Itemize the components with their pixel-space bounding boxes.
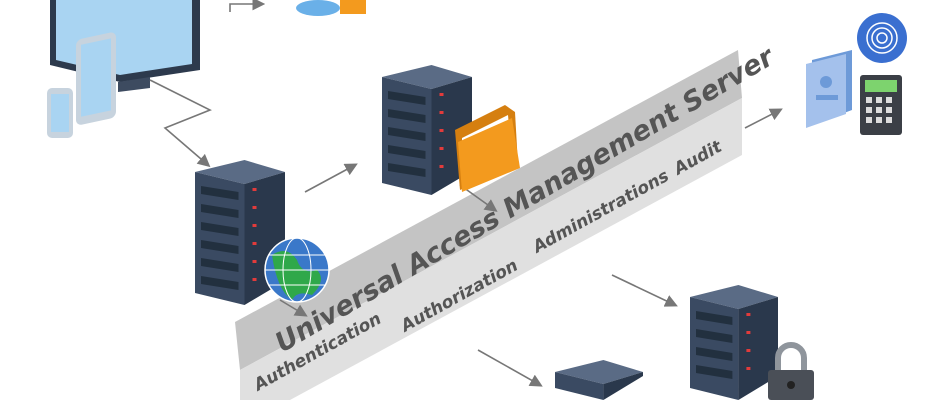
arrow <box>279 299 308 317</box>
phone-icon <box>47 88 73 138</box>
tablet-icon <box>76 32 116 125</box>
arrow <box>477 349 543 387</box>
fingerprint-icon <box>857 13 907 63</box>
cloud-icon <box>296 0 366 16</box>
server-icon <box>690 285 778 400</box>
arrow <box>229 0 266 12</box>
server-icon <box>195 160 285 305</box>
folder-icon <box>455 105 520 192</box>
arrow <box>611 274 678 307</box>
monitor-icon <box>50 0 200 92</box>
id-badge-icon <box>806 50 852 128</box>
globe-icon <box>264 237 330 303</box>
arrow <box>744 108 783 129</box>
arrow <box>149 79 212 168</box>
arrow <box>304 163 358 193</box>
calculator-icon <box>860 75 902 135</box>
lock-icon <box>768 342 814 400</box>
server-icon <box>555 360 643 400</box>
